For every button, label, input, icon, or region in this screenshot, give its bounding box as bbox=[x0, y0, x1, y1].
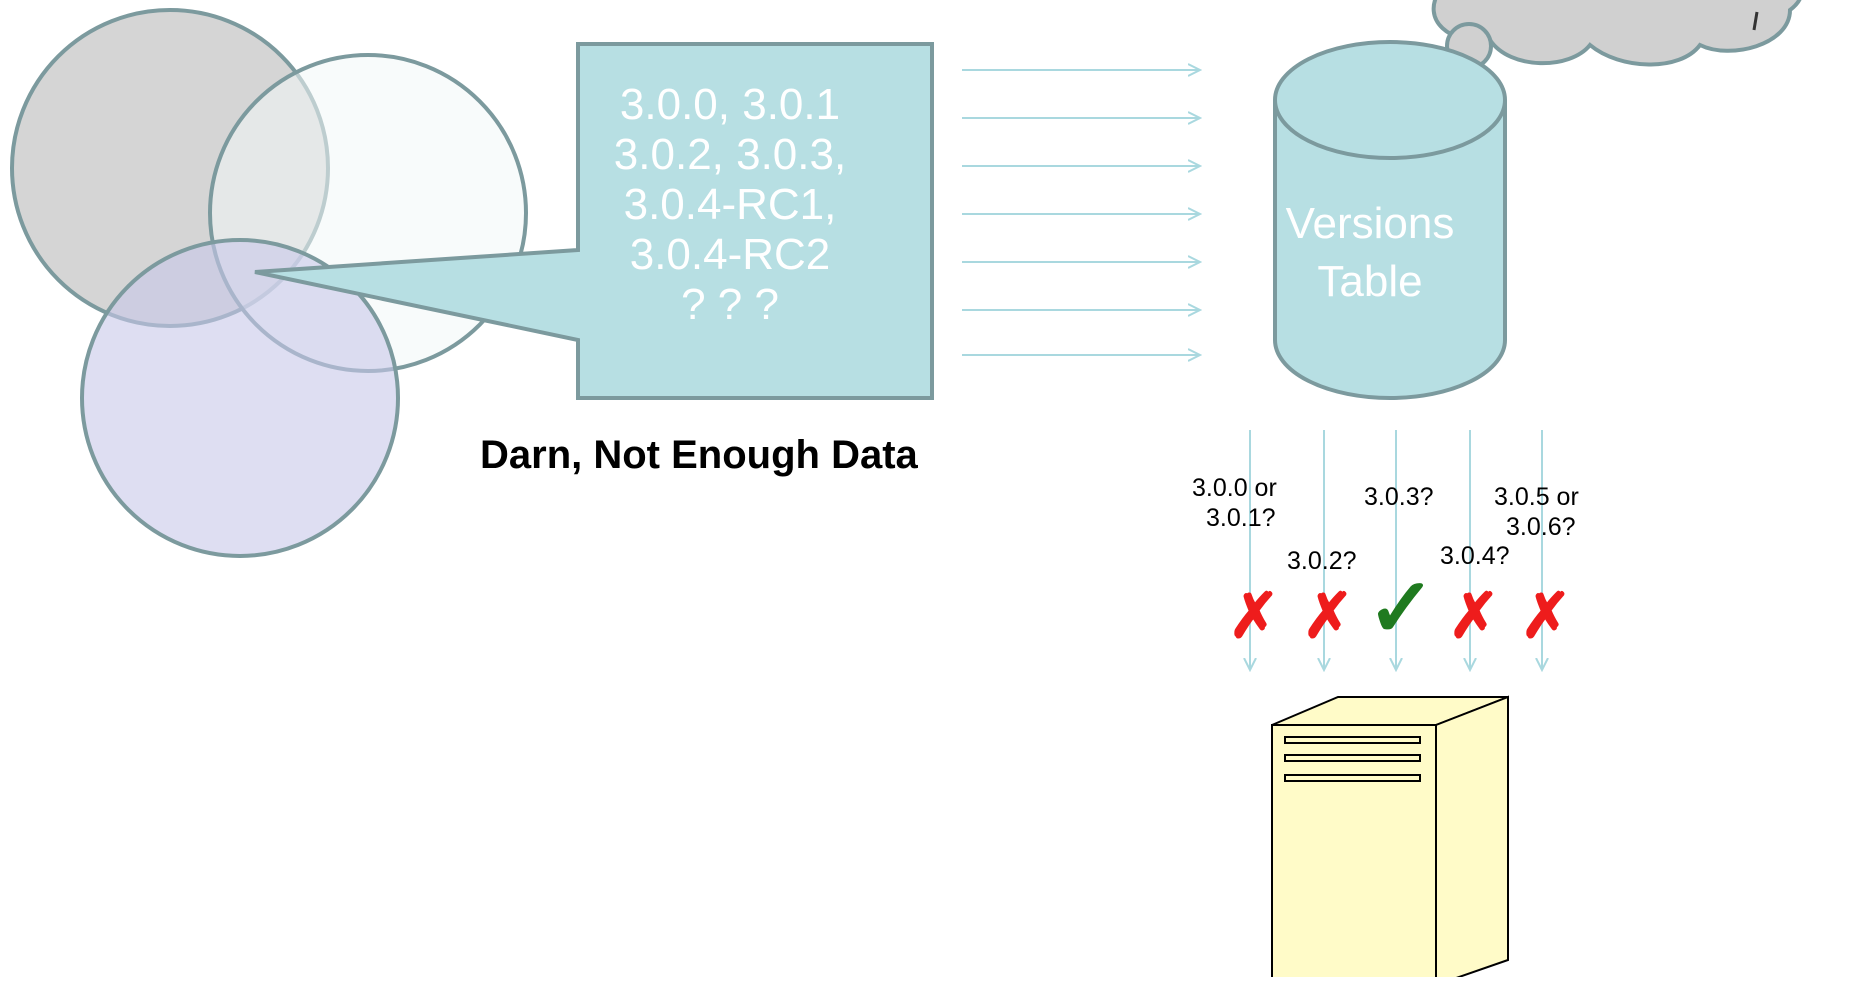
caption-not-enough-data: Darn, Not Enough Data bbox=[480, 433, 918, 477]
cloud-text-fragment bbox=[1752, 11, 1759, 31]
server-front-face bbox=[1271, 724, 1437, 982]
server-tower bbox=[1271, 695, 1509, 982]
probe-label-5: 3.0.5 or 3.0.6? bbox=[1494, 482, 1579, 542]
bubble-line: 3.0.0, 3.0.1 bbox=[619, 80, 841, 129]
bubble-line: 3.0.4-RC2 bbox=[629, 230, 831, 279]
cylinder-body bbox=[1273, 100, 1507, 400]
probe-label-3: 3.0.3? bbox=[1364, 482, 1434, 512]
probe-label-4: 3.0.4? bbox=[1440, 541, 1510, 571]
bubble-line: ? ? ? bbox=[681, 280, 779, 329]
probe-label-1: 3.0.0 or 3.0.1? bbox=[1192, 473, 1277, 533]
cylinder-label-line: Versions bbox=[1285, 199, 1455, 248]
server-side-face bbox=[1435, 695, 1509, 982]
result-check-icon: ✓ bbox=[1367, 563, 1436, 654]
probe-label-line: 3.0.0 or bbox=[1192, 474, 1277, 502]
speech-bubble bbox=[254, 42, 934, 400]
cylinder-label-line: Table bbox=[1317, 257, 1423, 306]
server-slot bbox=[1284, 754, 1421, 762]
result-cross-icon: ✗ bbox=[1448, 582, 1500, 651]
probe-label-line: 3.0.1? bbox=[1206, 504, 1276, 532]
cylinder-top bbox=[1273, 40, 1507, 160]
input-arrows bbox=[962, 70, 1200, 355]
probe-label-line: 3.0.3? bbox=[1364, 483, 1434, 511]
bubble-line: 3.0.4-RC1, bbox=[623, 180, 837, 229]
server-slot bbox=[1284, 774, 1421, 782]
probe-label-line: 3.0.5 or bbox=[1494, 483, 1579, 511]
probe-arrows bbox=[1250, 430, 1542, 670]
probe-label-2: 3.0.2? bbox=[1287, 546, 1357, 576]
probe-label-line: 3.0.6? bbox=[1506, 513, 1576, 541]
probe-label-line: 3.0.4? bbox=[1440, 542, 1510, 570]
result-cross-icon: ✗ bbox=[1228, 582, 1280, 651]
venn-circle-lavender bbox=[80, 238, 400, 558]
result-cross-icon: ✗ bbox=[1520, 582, 1572, 651]
bubble-line: 3.0.2, 3.0.3, bbox=[613, 130, 847, 179]
probe-label-line: 3.0.2? bbox=[1287, 547, 1357, 575]
result-cross-icon: ✗ bbox=[1302, 582, 1354, 651]
bubble-version-list: 3.0.0, 3.0.1 3.0.2, 3.0.3, 3.0.4-RC1, 3.… bbox=[580, 80, 880, 330]
cylinder-label: Versions Table bbox=[1270, 195, 1470, 311]
versions-table-cylinder bbox=[1273, 40, 1507, 400]
server-slot bbox=[1284, 736, 1421, 744]
